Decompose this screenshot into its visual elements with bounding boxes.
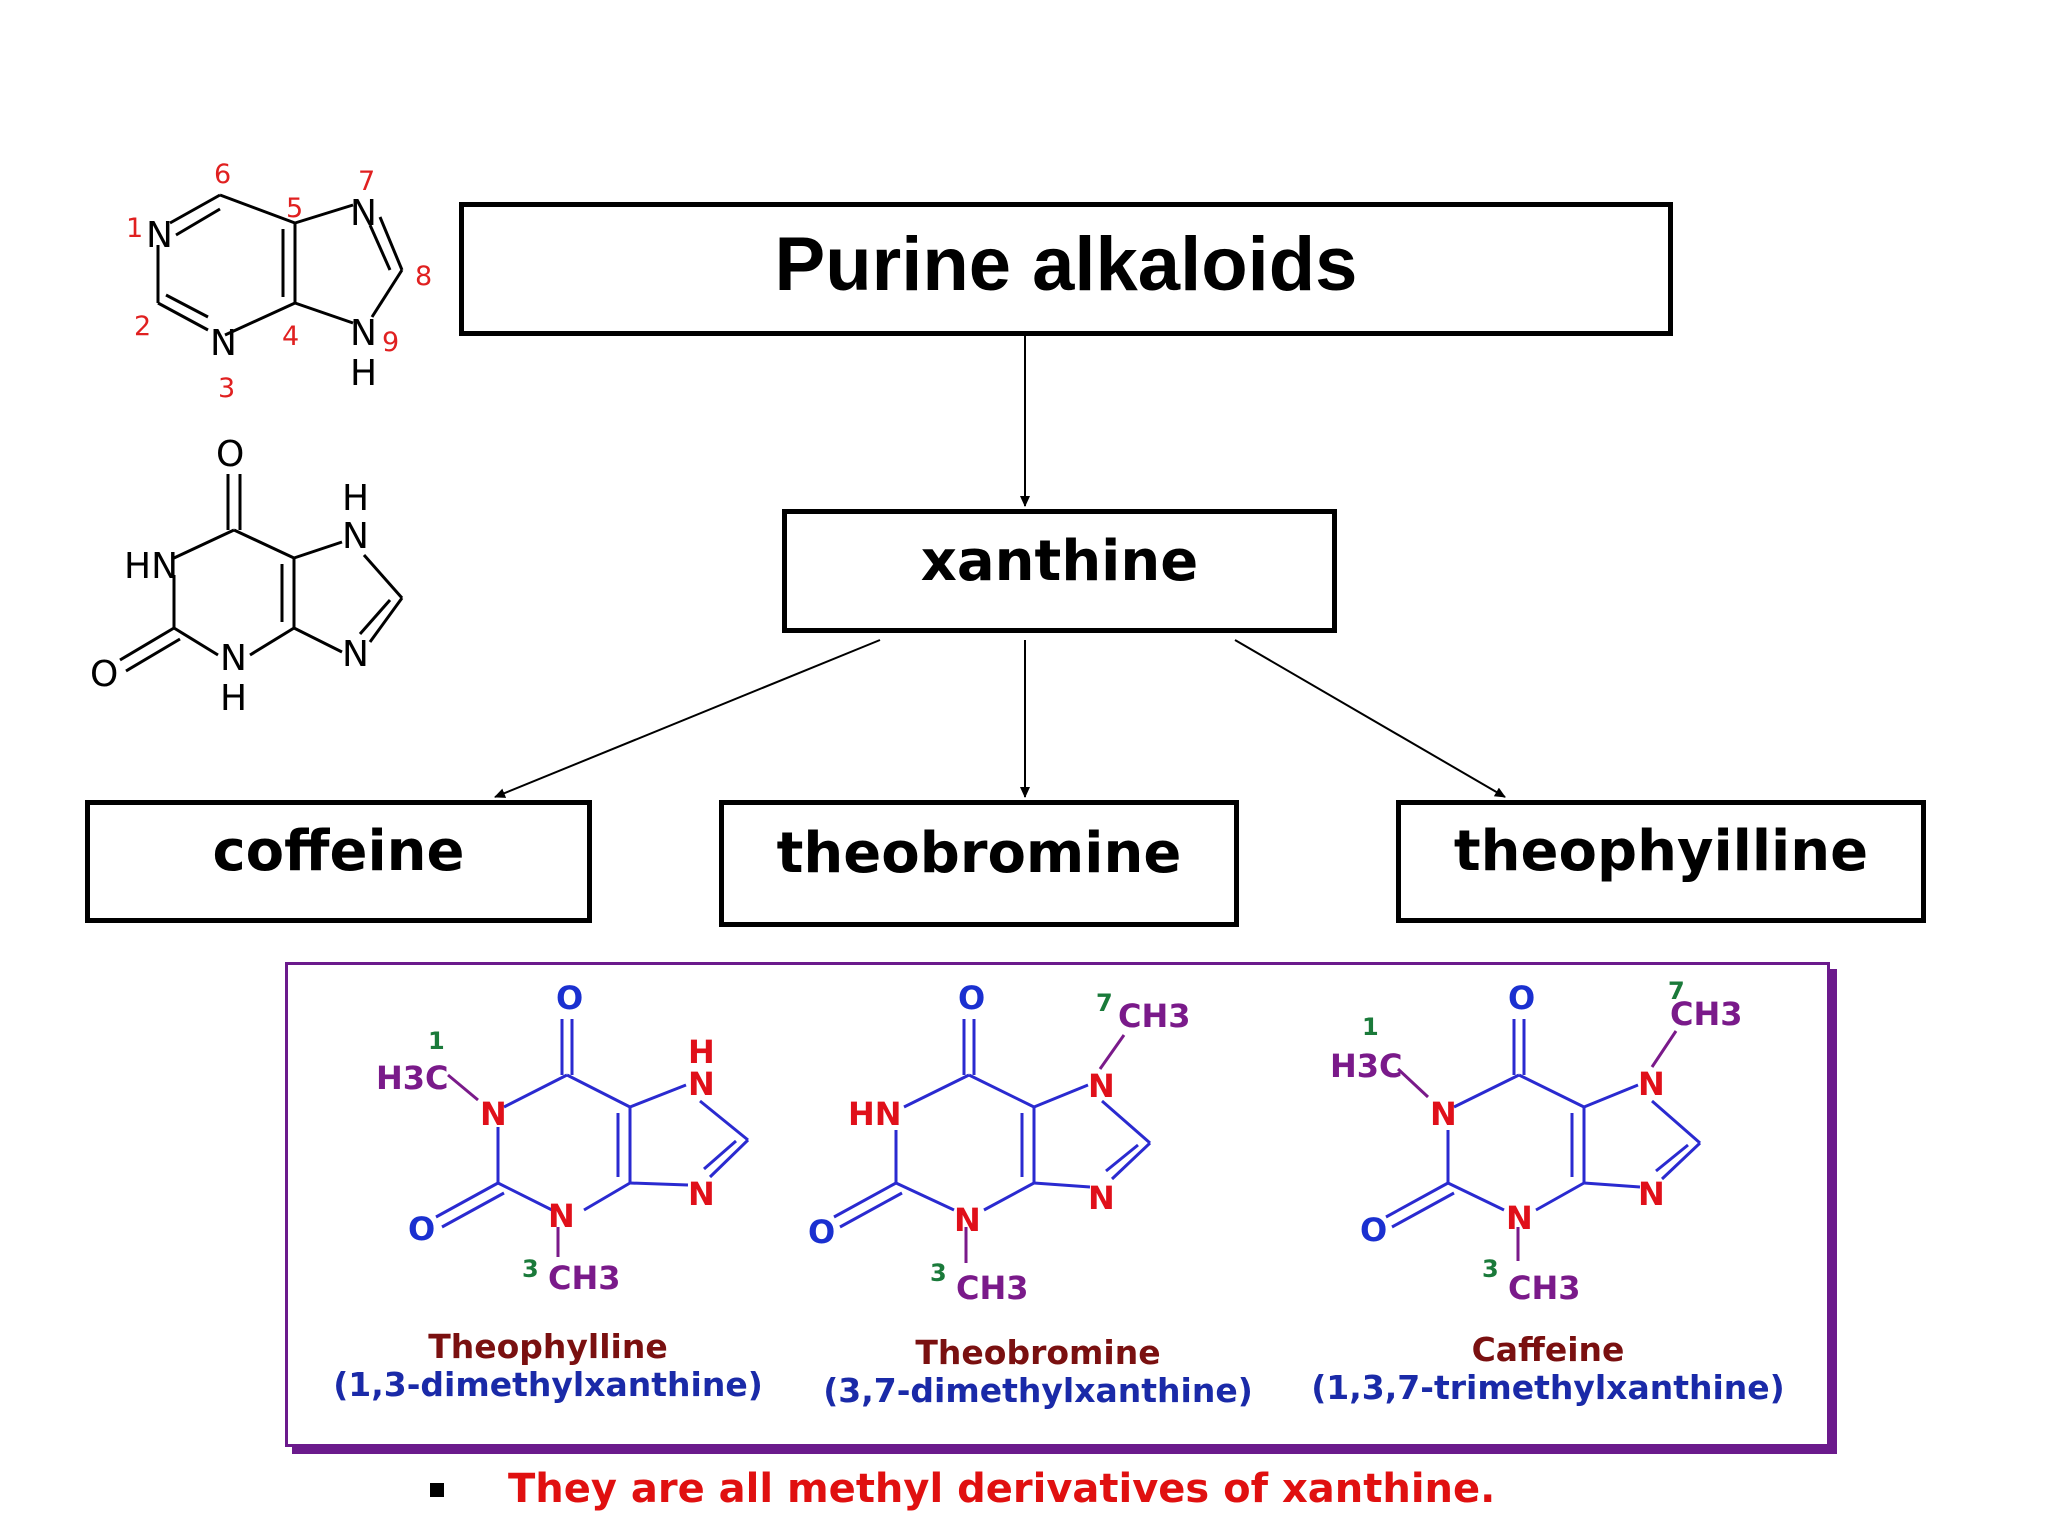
xanthine-n9: N bbox=[342, 634, 369, 675]
theophylline-methyl-3: CH3 bbox=[548, 1259, 621, 1297]
arrow-xanthine-to-theophyilline bbox=[1234, 639, 1506, 798]
caffeine-name: Caffeine bbox=[1471, 1330, 1625, 1369]
caffeine-n1: N bbox=[1430, 1095, 1457, 1133]
caffeine-systematic-name: (1,3,7-trimethylxanthine) bbox=[1311, 1368, 1785, 1407]
theophylline-h7: H bbox=[688, 1033, 715, 1071]
theobromine-methyl-7: CH3 bbox=[1118, 997, 1191, 1035]
xanthine-structure: O HN O N H H N N bbox=[90, 434, 404, 719]
theophylline-locant-1: 1 bbox=[428, 1027, 445, 1055]
theophylline-n1: N bbox=[480, 1095, 507, 1133]
caffeine-methyl-7: CH3 bbox=[1670, 995, 1743, 1033]
theobromine-locant-3: 3 bbox=[930, 1259, 947, 1287]
purine-num-5: 5 bbox=[286, 193, 303, 224]
theophylline-systematic-name: (1,3-dimethylxanthine) bbox=[333, 1365, 763, 1404]
purine-n7: N bbox=[350, 193, 377, 234]
derivatives-panel: O O N N H N N H3C CH3 1 3 Theophylline (… bbox=[285, 962, 1830, 1447]
purine-num-9: 9 bbox=[382, 327, 399, 358]
xanthine-box: xanthine bbox=[782, 509, 1337, 633]
footer-note: They are all methyl derivatives of xanth… bbox=[508, 1466, 1496, 1512]
xanthine-h7: H bbox=[342, 478, 369, 519]
purine-num-3: 3 bbox=[218, 373, 235, 404]
caffeine-locant-1: 1 bbox=[1362, 1013, 1379, 1041]
theophylline-locant-3: 3 bbox=[522, 1255, 539, 1283]
page-title: Purine alkaloids bbox=[774, 221, 1358, 307]
theobromine-n3: N bbox=[954, 1201, 981, 1239]
theophylline-o-top: O bbox=[556, 979, 583, 1017]
theophylline-o-left: O bbox=[408, 1210, 435, 1248]
caffeine-methyl-3: CH3 bbox=[1508, 1269, 1581, 1305]
caffeine-n9: N bbox=[1638, 1175, 1665, 1213]
xanthine-label: xanthine bbox=[920, 528, 1199, 594]
theophylline-methyl-1: H3C bbox=[376, 1059, 449, 1097]
theobromine-locant-7: 7 bbox=[1096, 989, 1113, 1017]
xanthine-o-top: O bbox=[216, 434, 244, 475]
xanthine-h3: H bbox=[220, 678, 247, 719]
xanthine-n7: N bbox=[342, 516, 369, 557]
theophylline-n9: N bbox=[688, 1175, 715, 1213]
caffeine-methyl-1: H3C bbox=[1330, 1047, 1403, 1085]
square-bullet-icon bbox=[430, 1483, 444, 1497]
theophylline-name: Theophylline bbox=[428, 1327, 668, 1366]
theobromine-box: theobromine bbox=[719, 800, 1239, 927]
caffeine-o-left: O bbox=[1360, 1211, 1387, 1249]
caffeine-locant-7: 7 bbox=[1668, 977, 1685, 1005]
footer-bullet-point: They are all methyl derivatives of xanth… bbox=[430, 1466, 1495, 1512]
theophylline-n7: N bbox=[688, 1065, 715, 1103]
purine-n3: N bbox=[210, 323, 237, 364]
theobromine-o-left: O bbox=[808, 1213, 835, 1251]
theophyilline-label: theophyilline bbox=[1453, 819, 1869, 884]
theobromine-hn: HN bbox=[848, 1095, 902, 1133]
theobromine-name: Theobromine bbox=[915, 1333, 1161, 1372]
purine-num-8: 8 bbox=[415, 261, 432, 292]
title-box: Purine alkaloids bbox=[459, 202, 1673, 336]
theophylline-n3: N bbox=[548, 1197, 575, 1235]
purine-num-6: 6 bbox=[214, 159, 231, 190]
theophylline-structure: O O N N H N N H3C CH3 1 3 bbox=[376, 979, 750, 1297]
theobromine-n7: N bbox=[1088, 1067, 1115, 1105]
caffeine-n3: N bbox=[1506, 1199, 1533, 1237]
theobromine-structure: O O HN N N N CH3 CH3 3 7 bbox=[808, 979, 1191, 1305]
xanthine-n3: N bbox=[220, 638, 247, 679]
theobromine-label: theobromine bbox=[776, 821, 1182, 886]
purine-n9: N bbox=[350, 313, 377, 354]
purine-num-2: 2 bbox=[134, 311, 151, 342]
xanthine-hn: HN bbox=[124, 546, 178, 587]
purine-n1: N bbox=[146, 215, 173, 256]
theobromine-systematic-name: (3,7-dimethylxanthine) bbox=[823, 1371, 1253, 1410]
xanthine-o-left: O bbox=[90, 654, 118, 695]
purine-structure: N N N N H 1 2 3 4 5 6 7 8 9 bbox=[126, 159, 432, 404]
theobromine-n9: N bbox=[1088, 1179, 1115, 1217]
theophyilline-box: theophyilline bbox=[1396, 800, 1926, 923]
coffeine-label: coffeine bbox=[212, 819, 465, 884]
arrow-xanthine-to-coffeine bbox=[494, 639, 881, 798]
purine-num-7: 7 bbox=[358, 166, 375, 197]
theobromine-o-top: O bbox=[958, 979, 985, 1017]
caffeine-n7: N bbox=[1638, 1065, 1665, 1103]
caffeine-structure: O O N N N N H3C CH3 CH3 1 3 7 bbox=[1330, 977, 1743, 1305]
caffeine-o-top: O bbox=[1508, 979, 1535, 1017]
coffeine-box: coffeine bbox=[85, 800, 592, 923]
purine-h9: H bbox=[350, 353, 377, 394]
theobromine-methyl-3: CH3 bbox=[956, 1269, 1029, 1305]
caffeine-locant-3: 3 bbox=[1482, 1255, 1499, 1283]
purine-num-1: 1 bbox=[126, 213, 143, 244]
purine-num-4: 4 bbox=[282, 321, 299, 352]
